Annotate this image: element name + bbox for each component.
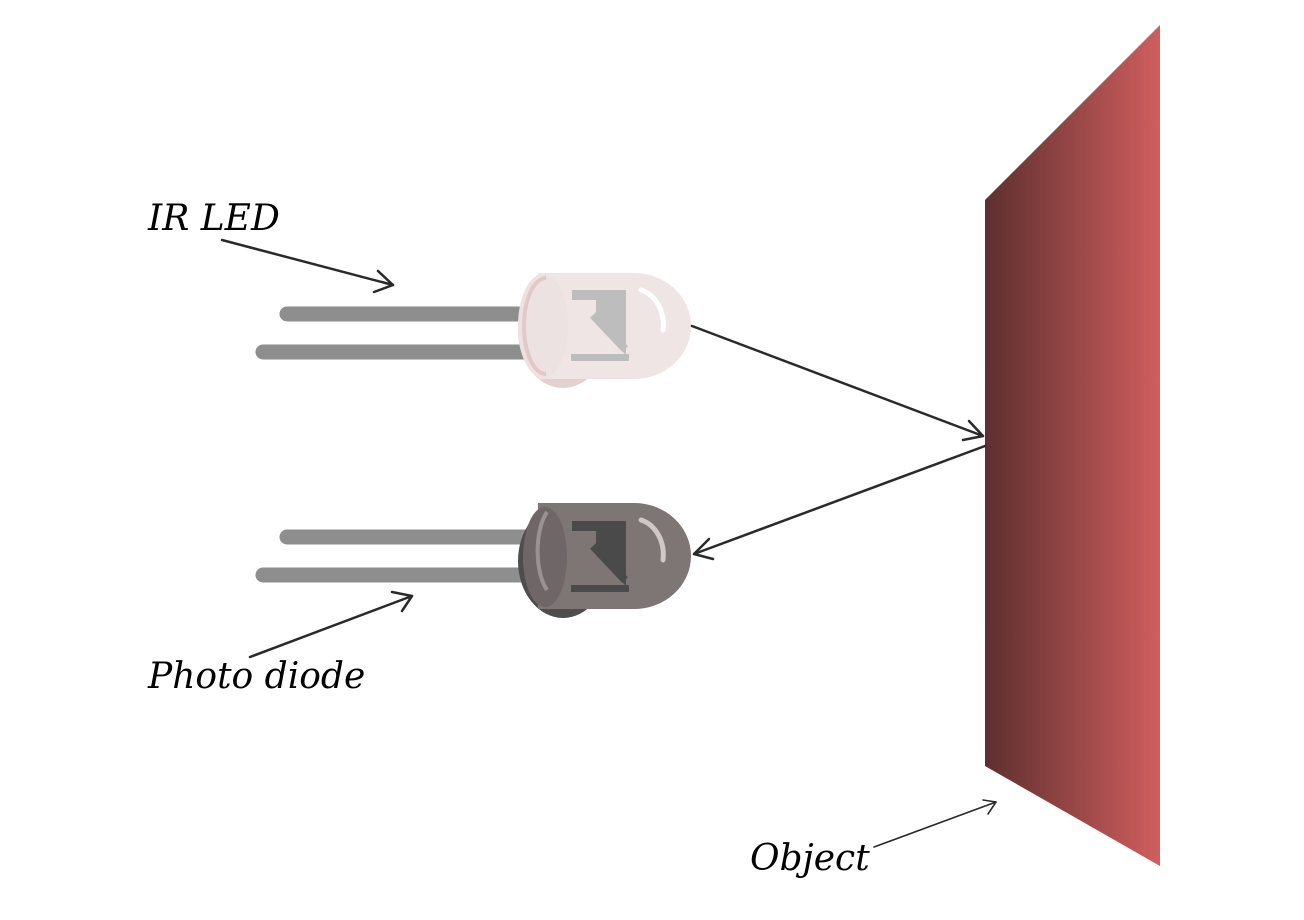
photo-diode-leads [255, 529, 538, 583]
photo-diode-whisker [590, 543, 628, 583]
ir-led-leads [255, 306, 538, 360]
photo-diode-cathode [571, 585, 629, 592]
ir-led-rim-edge [522, 276, 547, 376]
photo-diode-rim-edge [535, 510, 549, 592]
ir-led-highlight [638, 287, 666, 333]
ir-led-pointer-arrowhead [372, 269, 395, 294]
reflected-ray-arrow [692, 444, 987, 556]
arrows [220, 238, 997, 848]
ir-led-label: IR LED [147, 198, 280, 239]
object-label: Object [750, 838, 870, 879]
photo-diode-body [518, 503, 691, 618]
photo-diode-label: Photo diode [147, 656, 365, 697]
ir-led-pointer-arrow [220, 238, 395, 287]
emitted-ray-arrow [690, 324, 985, 438]
object-pointer-arrow [873, 801, 997, 848]
photo-diode-rim-front [523, 507, 567, 607]
photo-diode-pointer-arrow [248, 594, 414, 659]
ir-led-cathode [571, 354, 629, 361]
reflected-ray-arrowhead [692, 537, 715, 561]
photo-diode-pointer-arrowhead [390, 590, 414, 613]
emitted-ray-arrowhead [961, 419, 985, 442]
object-pointer-arrowhead [982, 799, 997, 815]
object-panel [985, 25, 1160, 866]
photo-diode-highlight [638, 517, 666, 563]
ir-led-whisker [590, 312, 628, 352]
ir-led-rim-front [518, 274, 568, 378]
ir-led-body [518, 273, 691, 388]
